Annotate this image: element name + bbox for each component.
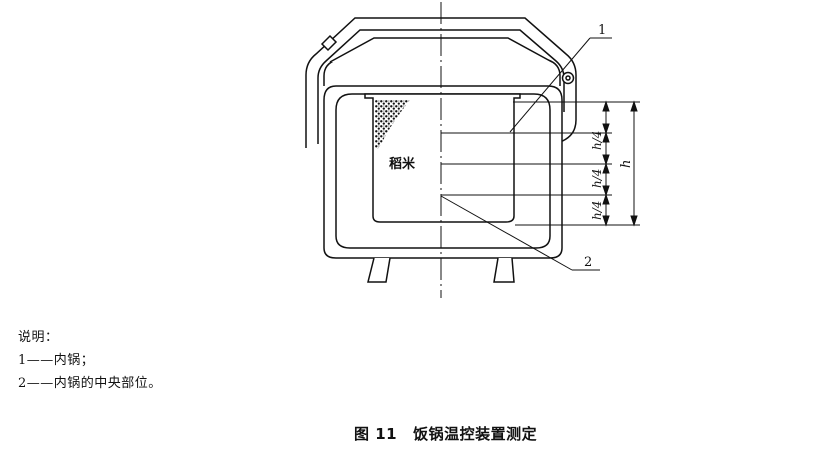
handle-latch bbox=[320, 34, 338, 52]
dimension-labels: h/4 h/4 h/4 h bbox=[590, 131, 634, 220]
legend-item-text: 内锅的中央部位。 bbox=[53, 376, 162, 391]
legend-item-number: 1 bbox=[18, 353, 27, 368]
figure-caption: 图 11 饭锅温控装置测定 bbox=[354, 423, 537, 444]
legend-item-number: 2 bbox=[18, 376, 27, 391]
level-lines bbox=[441, 101, 640, 226]
callout-2: 2 bbox=[440, 195, 600, 271]
legend: 说明： 1——内锅； 2——内锅的中央部位。 bbox=[18, 326, 162, 395]
figure-number: 图 11 bbox=[354, 425, 398, 443]
quarter-label-bottom: h/4 bbox=[590, 201, 604, 220]
dimension-lines bbox=[602, 100, 638, 227]
quarter-label-middle: h/4 bbox=[590, 169, 604, 188]
inner-pot bbox=[364, 93, 521, 223]
cooker-feet bbox=[367, 257, 515, 283]
height-label: h bbox=[619, 160, 634, 168]
hinge-icon bbox=[561, 71, 575, 85]
rice-label: 稻米 bbox=[389, 156, 416, 172]
callout-2-number: 2 bbox=[584, 255, 592, 270]
legend-heading: 说明： bbox=[18, 330, 59, 345]
legend-item-text: 内锅； bbox=[53, 353, 95, 368]
figure-title: 饭锅温控装置测定 bbox=[413, 425, 538, 443]
rice-fill bbox=[375, 100, 410, 150]
legend-item-2: 2——内锅的中央部位。 bbox=[18, 372, 162, 395]
rice-cooker-diagram: h/4 h/4 h/4 h 1 2 稻米 bbox=[305, 2, 640, 298]
callout-1: 1 bbox=[509, 23, 612, 133]
quarter-label-top: h/4 bbox=[590, 131, 604, 150]
legend-item-dash: —— bbox=[26, 376, 54, 391]
legend-item-dash: —— bbox=[26, 353, 54, 368]
legend-item-1: 1——内锅； bbox=[18, 349, 162, 372]
callout-1-number: 1 bbox=[598, 23, 606, 38]
cooker-lid bbox=[323, 37, 561, 86]
